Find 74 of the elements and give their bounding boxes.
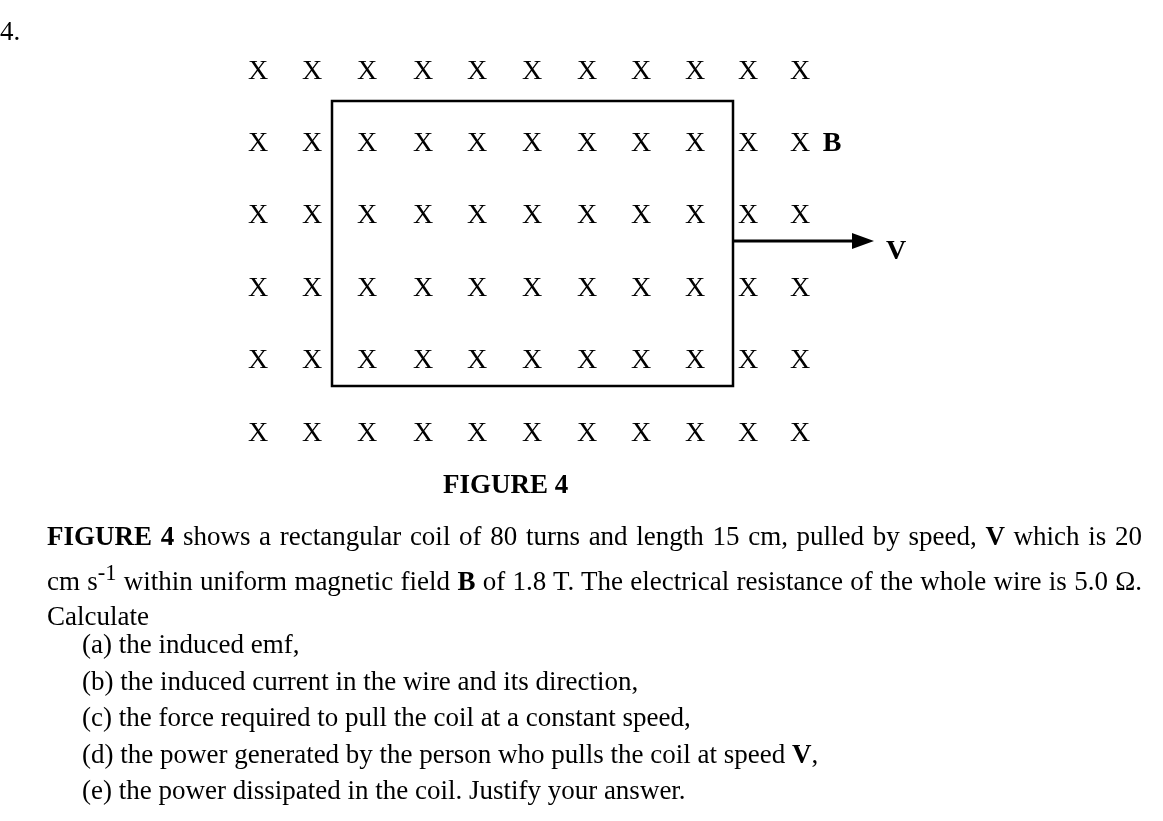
field-cross-mark: X [466, 55, 488, 85]
field-cross-mark: X [737, 344, 759, 374]
field-cross-mark: X [576, 272, 598, 302]
field-cross-mark: X [737, 272, 759, 302]
field-cross-mark: X [356, 272, 378, 302]
field-cross-mark: X [789, 127, 811, 157]
field-cross-mark: X [684, 344, 706, 374]
field-cross-mark: X [412, 199, 434, 229]
field-cross-mark: X [412, 272, 434, 302]
field-cross-mark: X [521, 417, 543, 447]
figure-caption: FIGURE 4 [443, 468, 569, 501]
field-cross-mark: X [247, 199, 269, 229]
field-cross-mark: X [521, 127, 543, 157]
field-cross-mark: X [412, 344, 434, 374]
field-cross-mark: X [630, 199, 652, 229]
field-cross-mark: X [630, 344, 652, 374]
field-cross-mark: X [630, 417, 652, 447]
field-cross-mark: X [521, 344, 543, 374]
field-cross-mark: X [684, 127, 706, 157]
field-cross-mark: X [521, 199, 543, 229]
field-cross-mark: X [521, 55, 543, 85]
field-cross-mark: X [789, 417, 811, 447]
field-cross-mark: X [576, 344, 598, 374]
field-cross-mark: X [301, 199, 323, 229]
question-item: (c) the force required to pull the coil at a constant speed, [82, 701, 691, 734]
field-cross-mark: X [789, 344, 811, 374]
field-cross-mark: X [737, 55, 759, 85]
field-cross-mark: X [630, 55, 652, 85]
field-cross-mark: X [737, 417, 759, 447]
question-item: (d) the power generated by the person who pulls the coil at speed V, [82, 737, 819, 771]
field-cross-mark: X [576, 417, 598, 447]
field-cross-mark: X [466, 199, 488, 229]
field-cross-mark: X [466, 127, 488, 157]
field-cross-mark: X [301, 344, 323, 374]
field-label: B [822, 127, 842, 157]
field-cross-mark: X [789, 55, 811, 85]
field-cross-mark: X [521, 272, 543, 302]
field-cross-mark: X [684, 199, 706, 229]
question-item: (e) the power dissipated in the coil. Justify your answer. [82, 774, 686, 807]
field-cross-mark: X [247, 344, 269, 374]
field-cross-mark: X [301, 127, 323, 157]
field-cross-mark: X [356, 417, 378, 447]
field-cross-mark: X [301, 417, 323, 447]
field-cross-mark: X [412, 55, 434, 85]
field-cross-mark: X [737, 127, 759, 157]
field-cross-mark: X [247, 272, 269, 302]
field-cross-mark: X [466, 272, 488, 302]
field-cross-mark: X [247, 417, 269, 447]
field-cross-mark: X [466, 417, 488, 447]
field-cross-mark: X [630, 272, 652, 302]
question-number: 4. [0, 15, 21, 48]
field-cross-mark: X [576, 199, 598, 229]
field-cross-mark: X [356, 55, 378, 85]
field-cross-mark: X [789, 199, 811, 229]
field-cross-mark: X [356, 127, 378, 157]
field-cross-mark: X [412, 417, 434, 447]
field-cross-mark: X [684, 55, 706, 85]
question-item: (b) the induced current in the wire and its direction, [82, 664, 639, 698]
field-cross-mark: X [576, 127, 598, 157]
field-cross-mark: X [356, 344, 378, 374]
field-cross-mark: X [737, 199, 759, 229]
velocity-label: V [885, 235, 907, 265]
field-cross-mark: X [247, 127, 269, 157]
field-cross-mark: X [630, 127, 652, 157]
field-cross-mark: X [684, 272, 706, 302]
field-cross-mark: X [301, 55, 323, 85]
field-cross-mark: X [247, 55, 269, 85]
field-cross-mark: X [356, 199, 378, 229]
field-cross-mark: X [301, 272, 323, 302]
field-cross-mark: X [789, 272, 811, 302]
field-cross-mark: X [466, 344, 488, 374]
field-cross-mark: X [576, 55, 598, 85]
field-cross-mark: X [412, 127, 434, 157]
field-cross-mark: X [684, 417, 706, 447]
